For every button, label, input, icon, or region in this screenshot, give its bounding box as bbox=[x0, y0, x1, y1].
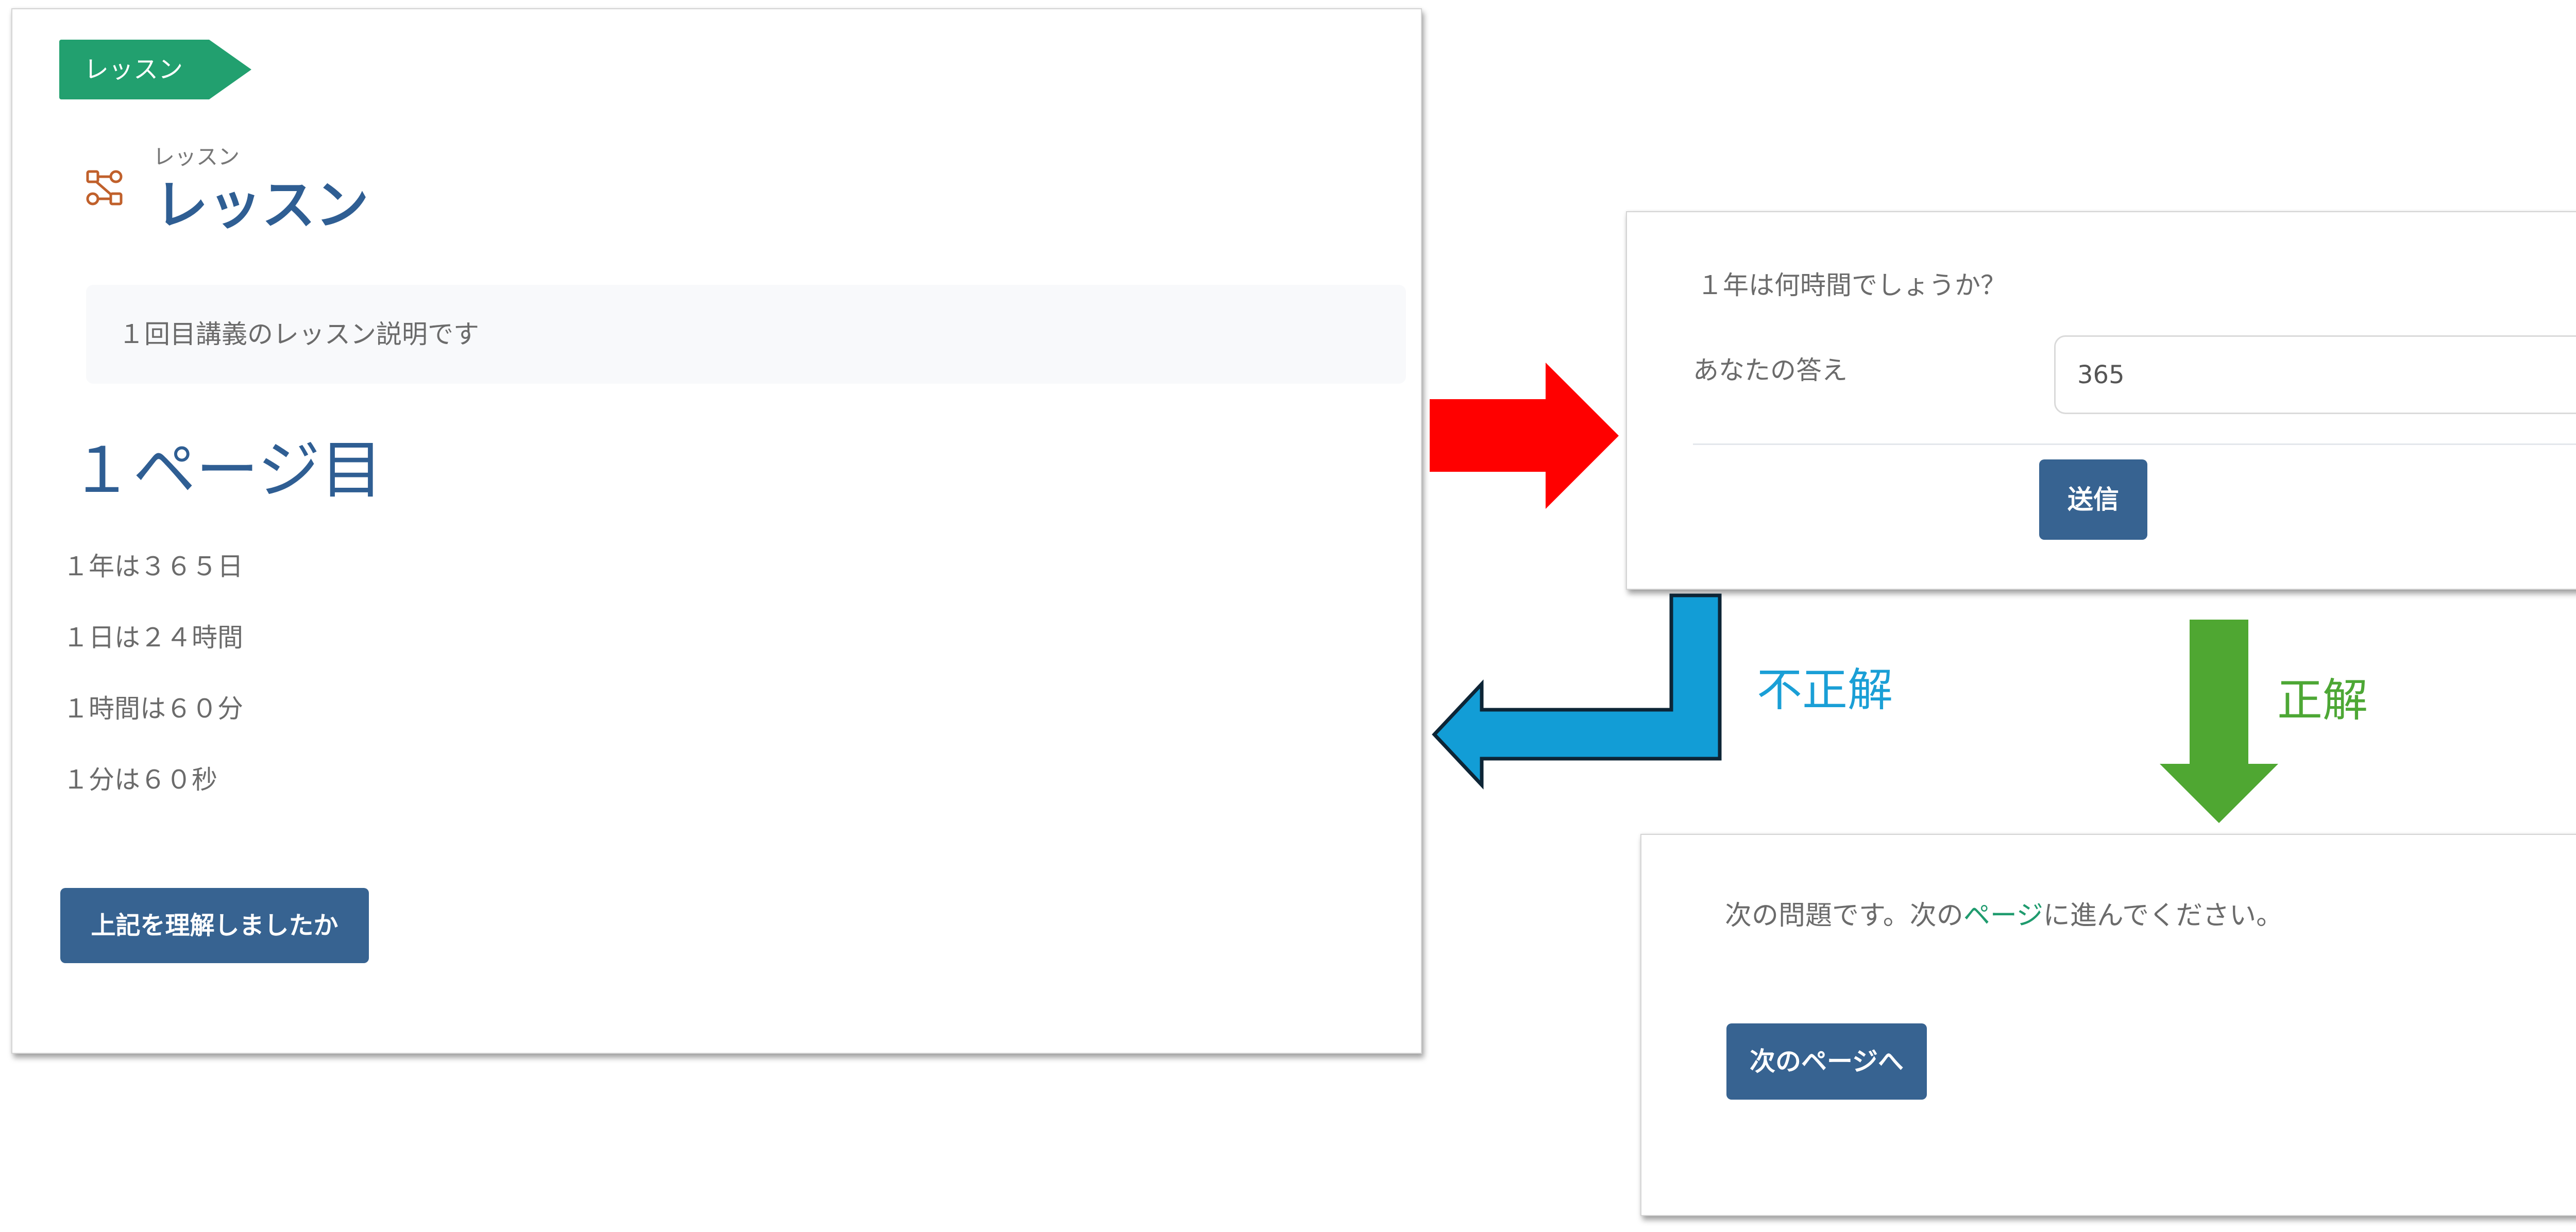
lesson-description: １回目講義のレッスン説明です bbox=[86, 285, 1406, 384]
incorrect-label: 不正解 bbox=[1757, 663, 1893, 716]
fact-line: １日は２４時間 bbox=[63, 623, 243, 653]
result-message: 次の問題です。次のページに進んでください。 bbox=[1725, 900, 2283, 932]
flow-diagram-icon bbox=[86, 170, 123, 206]
result-message-text: に進んでください。 bbox=[2043, 900, 2283, 931]
fact-line: １分は６０秒 bbox=[63, 765, 217, 795]
submit-button[interactable]: 送信 bbox=[2039, 459, 2147, 540]
page-title: レッスン bbox=[155, 174, 369, 236]
divider bbox=[1693, 443, 2576, 445]
next-page-button[interactable]: 次のページへ bbox=[1726, 1023, 1927, 1100]
fact-line: １時間は６０分 bbox=[63, 694, 243, 724]
right-arrow-icon bbox=[1430, 363, 1619, 509]
page-link[interactable]: ページ bbox=[1963, 900, 2043, 931]
result-message-text: 次の問題です。次の bbox=[1725, 900, 1963, 931]
down-arrow-icon bbox=[2160, 620, 2278, 823]
quiz-card: １年は何時間でしょうか？ あなたの答え 送信 bbox=[1626, 211, 2576, 590]
correct-label: 正解 bbox=[2277, 674, 2368, 727]
quiz-question: １年は何時間でしょうか？ bbox=[1697, 270, 2006, 300]
fact-line: １年は３６５日 bbox=[63, 552, 243, 581]
lesson-page-card: レッスン レッスン レッスン １回目講義のレッスン説明です １ページ目 １年は３… bbox=[11, 8, 1422, 1054]
page-heading: １ページ目 bbox=[70, 434, 383, 507]
lesson-badge: レッスン bbox=[59, 40, 251, 99]
answer-input[interactable] bbox=[2054, 335, 2576, 414]
answer-label: あなたの答え bbox=[1693, 355, 1848, 385]
page-title-subtitle: レッスン bbox=[153, 144, 240, 169]
correct-result-card: 次の問題です。次のページに進んでください。 次のページへ bbox=[1640, 834, 2576, 1216]
return-left-arrow-icon bbox=[1432, 593, 1722, 790]
understood-button[interactable]: 上記を理解しましたか bbox=[60, 888, 369, 963]
